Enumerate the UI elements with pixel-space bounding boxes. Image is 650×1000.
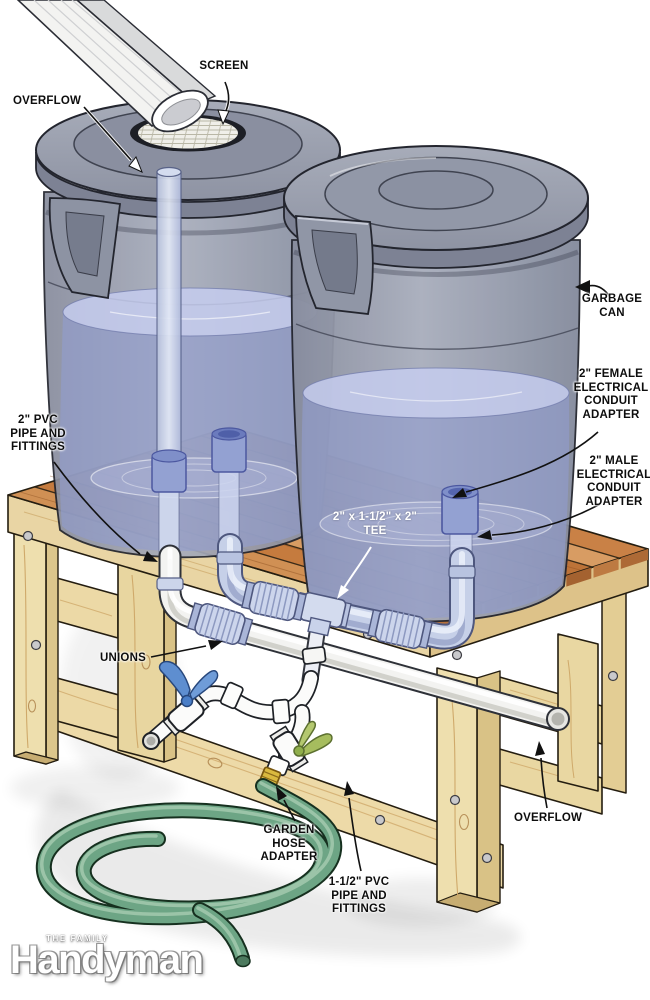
ball-valve-green: [269, 720, 333, 773]
unions-arrowhead-icon: [208, 640, 223, 650]
label-screen: SCREEN: [199, 60, 249, 72]
logo-brand-text: Handyman: [10, 938, 204, 982]
pvc15-arrowhead-icon: [344, 781, 354, 796]
overflow-bottom-arrow-line: [540, 757, 548, 809]
label-garden-hose-adapter: GARDEN HOSE ADAPTER: [260, 824, 318, 864]
label-overflow-top: OVERFLOW: [12, 95, 82, 107]
garbage-can-right: [283, 145, 589, 623]
garden-hose-arrowhead-icon: [276, 786, 287, 801]
overflow-pipe-run: [156, 551, 570, 731]
garden-hose: [42, 783, 334, 968]
overflow-top-arrowhead-icon: [128, 156, 143, 173]
pvc2-arrowhead-icon: [143, 551, 158, 562]
tee-arrowhead-icon: [337, 585, 349, 599]
pvc-2in-run: [185, 540, 476, 689]
garbage-can-arrowhead-icon: [575, 280, 590, 294]
unions-arrow-line: [150, 645, 207, 658]
label-unions: UNIONS: [100, 652, 146, 664]
male-adapter-arrowhead-icon: [477, 530, 492, 540]
label-overflow-bottom: OVERFLOW: [513, 812, 583, 824]
drain-stub: [211, 427, 247, 551]
ball-valve-blue: [158, 660, 219, 737]
tee-arrow-line: [343, 546, 372, 589]
callout-arrows: [53, 81, 611, 872]
overflow-top-arrow-line: [83, 106, 132, 161]
garbage-can-left: [35, 99, 341, 559]
male-adapter-arrow-line: [491, 503, 601, 536]
garden-hose-arrow-line: [283, 799, 296, 822]
screen-arrowhead-icon: [217, 109, 230, 126]
logo-family-text: THE FAMILY: [46, 934, 109, 943]
label-female-adapter: 2" FEMALE ELECTRICAL CONDUIT ADAPTER: [573, 368, 649, 421]
female-adapter-arrow-line: [465, 431, 599, 493]
brand-logo: THE FAMILY Handyman: [10, 934, 204, 982]
pvc-1-5in-assembly: [142, 646, 333, 792]
downspout: [16, 0, 217, 133]
overflow-bottom-arrowhead-icon: [535, 741, 545, 756]
female-adapter-arrowhead-icon: [452, 488, 467, 498]
label-garbage-can: GARBAGE CAN: [581, 293, 643, 319]
lid-with-screen-hole: [35, 99, 341, 219]
pvc15-arrow-line: [348, 797, 362, 872]
pvc2-arrow-line: [53, 461, 141, 555]
overflow-standpipe: [151, 166, 187, 557]
label-male-adapter: 2" MALE ELECTRICAL CONDUIT ADAPTER: [576, 455, 650, 508]
bolt-heads: [22, 530, 619, 864]
garbage-can-arrow-line: [587, 284, 611, 298]
label-pvc-1-5in: 1-1/2" PVC PIPE AND FITTINGS: [328, 876, 390, 916]
label-tee: 2" x 1-1/2" x 2" TEE: [332, 511, 418, 537]
label-pvc-2in: 2" PVC PIPE AND FITTINGS: [10, 414, 66, 454]
